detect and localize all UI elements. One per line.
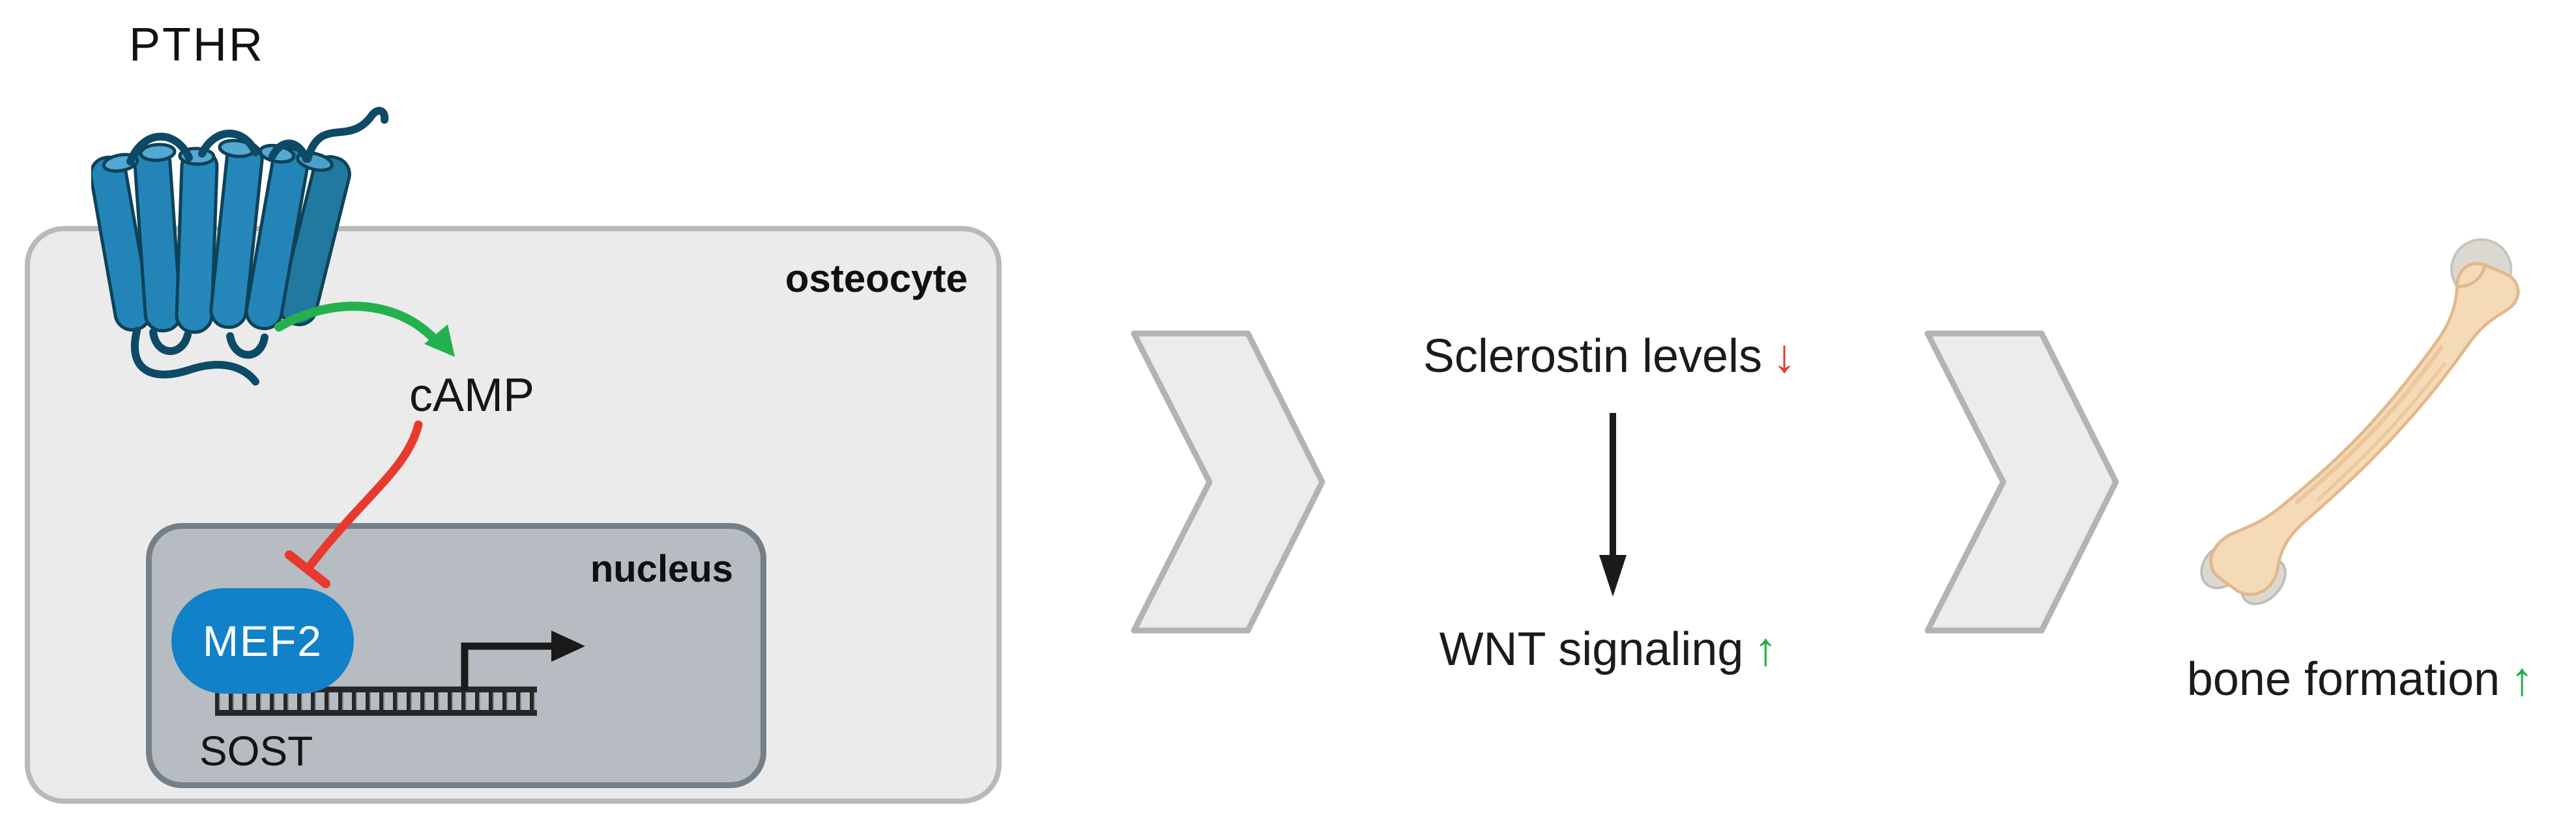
bone-formation-line: bone formation↑ xyxy=(2187,653,2534,706)
increase-arrow-icon: ↑ xyxy=(1754,623,1778,675)
chevron-right-icon xyxy=(1131,330,1325,634)
activation-arrow-icon xyxy=(274,302,455,357)
second-messenger-label: cAMP xyxy=(409,369,535,421)
decrease-arrow-icon: ↓ xyxy=(1773,330,1797,382)
inhibition-tbar-arrow-icon xyxy=(285,420,423,588)
wnt-signaling-text: WNT signaling xyxy=(1439,623,1744,675)
transcription-factor-badge: MEF2 xyxy=(171,588,354,694)
gene-label: SOST xyxy=(199,728,313,774)
osteocyte-cell-label: osteocyte xyxy=(785,257,968,300)
sclerostin-level-line: Sclerostin levels↓ xyxy=(1423,330,1796,383)
chevron-right-icon xyxy=(1924,330,2119,634)
transcription-start-arrow-icon xyxy=(461,631,585,690)
increase-arrow-icon: ↑ xyxy=(2510,653,2534,705)
nucleus-label: nucleus xyxy=(590,548,733,590)
transcription-factor-label: MEF2 xyxy=(202,617,323,665)
receptor-label: PTHR xyxy=(129,19,265,71)
bone-formation-text: bone formation xyxy=(2186,653,2500,705)
femur-bone-icon xyxy=(2186,238,2551,611)
down-arrow-icon xyxy=(1599,413,1627,597)
wnt-signaling-line: WNT signaling↑ xyxy=(1440,623,1778,676)
sclerostin-level-text: Sclerostin levels xyxy=(1423,330,1763,382)
pthr-7tm-receptor-icon xyxy=(91,107,389,386)
